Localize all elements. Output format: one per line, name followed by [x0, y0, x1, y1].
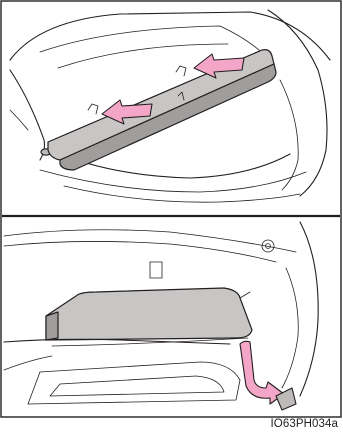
quarter-panel-right-inner [280, 80, 298, 190]
trunk-wall-inner [40, 26, 268, 58]
figure-code: IO63PH034a [270, 418, 340, 430]
bumper-line-1 [40, 170, 306, 192]
clip-square [150, 262, 162, 278]
side-trim-upper [4, 230, 296, 252]
bumper-line-2 [64, 186, 300, 202]
floor-edge [4, 339, 230, 344]
curved-arrow-icon [240, 341, 284, 404]
storage-recess-2 [50, 376, 224, 396]
cover-end-cap [46, 312, 58, 340]
body-pillar-right-2 [282, 268, 298, 388]
bottom-panel [4, 222, 318, 410]
latch-bracket-left [88, 104, 98, 114]
quarter-panel-right [268, 10, 327, 196]
top-panel [10, 10, 330, 202]
storage-recess-1 [28, 362, 240, 404]
side-trim-upper-2 [4, 241, 276, 262]
tonneau-cover-front [60, 64, 276, 170]
latch-bracket-right [176, 66, 186, 76]
cover-mount [240, 292, 250, 298]
trunk-floor-outline [10, 12, 330, 60]
floor-left-curve [4, 356, 52, 370]
body-pillar-right [300, 222, 318, 396]
cover-body [46, 288, 252, 340]
figure-frame [1, 1, 341, 417]
trunk-corner-left [10, 110, 28, 130]
